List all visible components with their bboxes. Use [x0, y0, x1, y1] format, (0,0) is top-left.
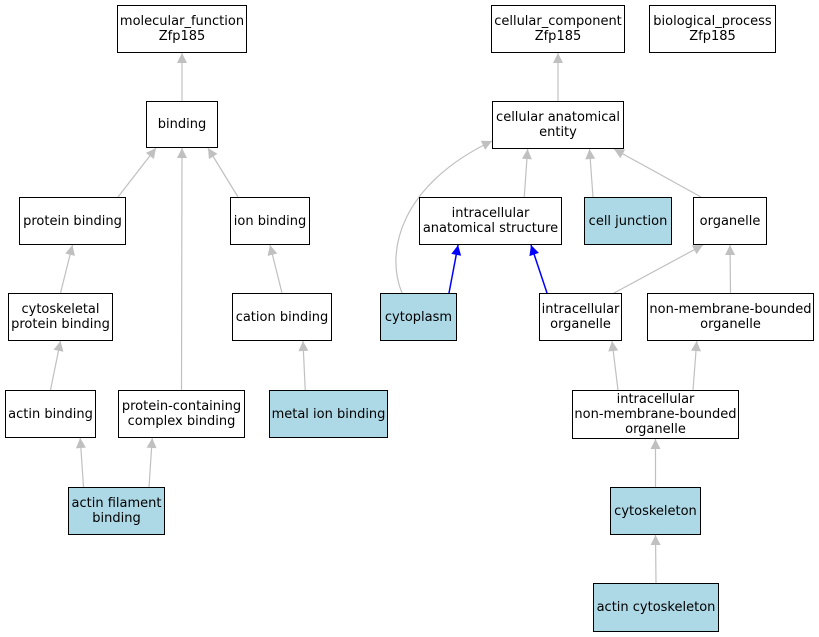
- arrowhead-icon: [650, 535, 661, 546]
- node-label: biological_process Zfp185: [653, 14, 772, 44]
- arrowhead-icon: [146, 438, 157, 449]
- node-actin-filament-binding[interactable]: actin filament binding: [68, 487, 165, 535]
- node-label: ion binding: [233, 213, 307, 229]
- arrowhead-icon: [529, 245, 539, 257]
- node-label: metal ion binding: [271, 406, 386, 422]
- node-label: protein binding: [23, 213, 122, 229]
- node-cytoskeletal-protein-binding[interactable]: cytoskeletal protein binding: [8, 293, 113, 341]
- node-label: protein-containing complex binding: [121, 399, 242, 429]
- node-molecular-function[interactable]: molecular_function Zfp185: [117, 5, 247, 53]
- arrowhead-icon: [145, 148, 156, 159]
- arrowhead-icon: [53, 341, 64, 352]
- node-ion-binding[interactable]: ion binding: [230, 197, 310, 245]
- node-label: cellular anatomical entity: [496, 110, 620, 140]
- arrowhead-icon: [298, 341, 309, 352]
- node-intracellular-organelle[interactable]: intracellular organelle: [539, 293, 622, 341]
- node-label: cation binding: [235, 309, 329, 325]
- edge-organelle-to-cellular-anatomical-entity: [613, 148, 702, 198]
- arrowhead-icon: [176, 148, 187, 159]
- arrowhead-icon: [725, 245, 736, 256]
- node-cell-junction[interactable]: cell junction: [584, 197, 672, 245]
- arrowhead-icon: [451, 245, 462, 256]
- node-cellular-component[interactable]: cellular_component Zfp185: [491, 5, 625, 53]
- node-actin-binding[interactable]: actin binding: [5, 390, 96, 438]
- node-organelle[interactable]: organelle: [693, 197, 767, 245]
- node-label: binding: [157, 117, 207, 132]
- node-label: actin cytoskeleton: [596, 600, 716, 615]
- arrowhead-icon: [177, 53, 187, 63]
- arrowhead-icon: [267, 245, 278, 256]
- arrowhead-icon: [553, 53, 563, 63]
- node-label: actin filament binding: [71, 496, 162, 526]
- edge-protein-binding-to-binding: [117, 147, 157, 198]
- node-protein-binding[interactable]: protein binding: [19, 197, 126, 245]
- arrowhead-icon: [521, 149, 532, 160]
- edge-intracellular-organelle-to-organelle: [613, 244, 704, 294]
- arrowhead-icon: [585, 149, 596, 160]
- node-label: cytoplasm: [384, 309, 453, 325]
- arrowhead-icon: [75, 438, 86, 449]
- node-binding[interactable]: binding: [146, 101, 218, 148]
- edge-protein-containing-complex-binding-to-binding: [180, 147, 183, 391]
- node-biological-process[interactable]: biological_process Zfp185: [649, 5, 776, 53]
- node-intracellular-non-membrane-bounded-organelle[interactable]: intracellular non-membrane-bounded organ…: [572, 390, 739, 439]
- arrowhead-icon: [480, 140, 492, 150]
- arrowhead-icon: [614, 149, 626, 159]
- node-metal-ion-binding[interactable]: metal ion binding: [269, 390, 388, 438]
- arrowhead-icon: [208, 148, 218, 160]
- node-non-membrane-bounded-organelle[interactable]: non-membrane-bounded organelle: [647, 293, 814, 341]
- node-label: molecular_function Zfp185: [119, 14, 245, 44]
- arrowhead-icon: [608, 341, 619, 352]
- node-label: intracellular organelle: [541, 302, 620, 332]
- node-cytoskeleton[interactable]: cytoskeleton: [610, 487, 701, 535]
- node-label: cytoskeletal protein binding: [11, 302, 110, 332]
- arrowhead-icon: [691, 245, 703, 255]
- node-label: cellular_component Zfp185: [494, 14, 622, 44]
- node-cytoplasm[interactable]: cytoplasm: [380, 293, 457, 341]
- node-label: actin binding: [8, 406, 93, 422]
- node-cellular-anatomical-entity[interactable]: cellular anatomical entity: [492, 101, 624, 149]
- node-label: intracellular non-membrane-bounded organ…: [574, 392, 737, 437]
- node-label: cytoskeleton: [614, 503, 697, 519]
- arrowhead-icon: [650, 439, 661, 449]
- node-actin-cytoskeleton[interactable]: actin cytoskeleton: [593, 583, 719, 632]
- arrowhead-icon: [65, 245, 75, 256]
- node-intracellular-anatomical-structure[interactable]: intracellular anatomical structure: [419, 197, 562, 245]
- node-label: intracellular anatomical structure: [422, 206, 559, 236]
- edge-cytoplasm-to-cellular-anatomical-entity: [395, 140, 493, 294]
- node-label: non-membrane-bounded organelle: [649, 302, 812, 332]
- arrowhead-icon: [691, 341, 701, 352]
- node-cation-binding[interactable]: cation binding: [232, 293, 332, 341]
- node-label: cell junction: [588, 213, 668, 229]
- node-protein-containing-complex-binding[interactable]: protein-containing complex binding: [118, 390, 245, 438]
- node-label: organelle: [699, 213, 761, 229]
